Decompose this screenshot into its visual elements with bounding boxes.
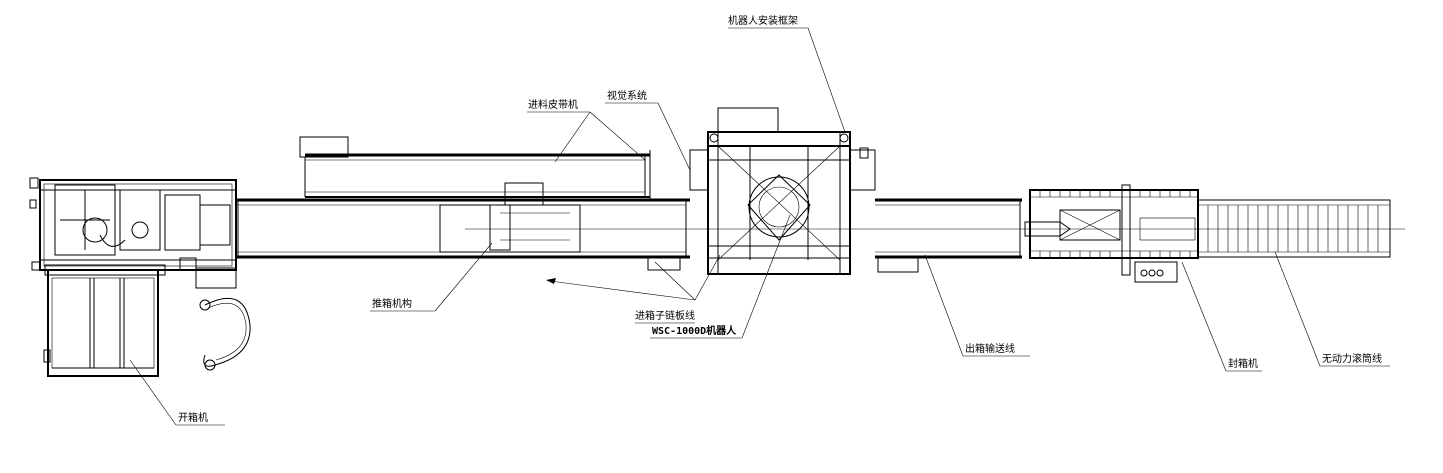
feed-belt-conveyor bbox=[299, 136, 651, 200]
case-sealer-machine bbox=[1024, 184, 1199, 283]
label-case-erector: 开箱机 bbox=[178, 411, 208, 424]
leader-lines bbox=[129, 27, 1390, 426]
label-robot-frame: 机器人安装框架 bbox=[728, 14, 798, 27]
roller-line-conveyor bbox=[1197, 199, 1391, 258]
label-push-mechanism: 推箱机构 bbox=[372, 297, 412, 310]
label-infeed-chain: 进箱子链板线 bbox=[635, 309, 695, 322]
outfeed-conveyor bbox=[875, 198, 1022, 273]
label-roller-line: 无动力滚筒线 bbox=[1322, 352, 1382, 365]
label-robot: WSC-1000D机器人 bbox=[652, 324, 737, 337]
label-case-sealer: 封箱机 bbox=[1228, 357, 1258, 370]
robot-frame bbox=[689, 107, 876, 275]
infeed-chain-conveyor bbox=[236, 182, 690, 271]
case-erector-machine bbox=[29, 177, 251, 377]
label-vision-system: 视觉系统 bbox=[607, 89, 647, 102]
label-feed-belt: 进料皮带机 bbox=[528, 98, 578, 111]
label-outfeed-conveyor: 出箱输送线 bbox=[965, 342, 1015, 355]
